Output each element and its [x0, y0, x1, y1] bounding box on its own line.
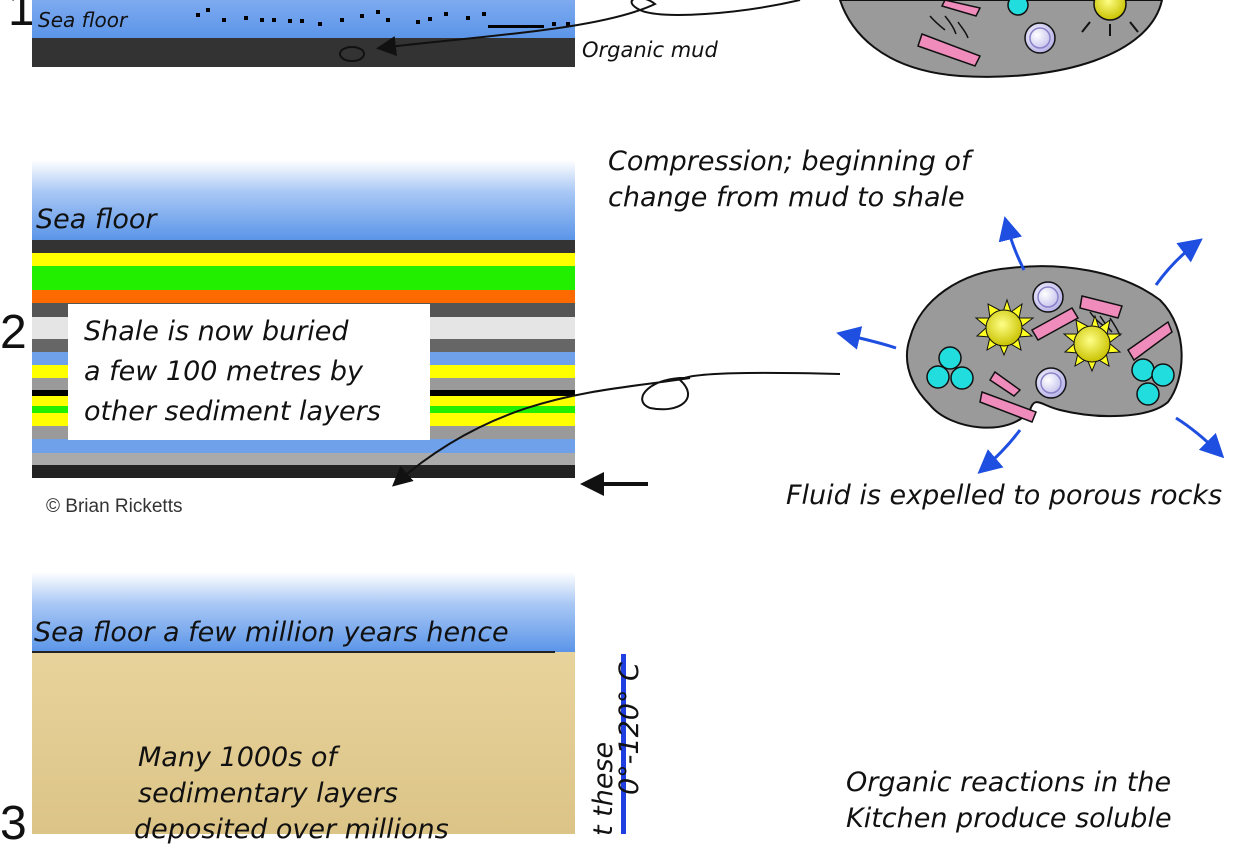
panel-3-sediment — [32, 652, 575, 834]
panel-1-mud-layer — [32, 38, 575, 67]
panel-1-sea-floor-label: Sea floor — [38, 8, 128, 32]
panel-1-particle-blob — [838, 0, 1164, 78]
sun-particle-right — [1062, 314, 1123, 373]
panel-2-caption-line2: change from mud to shale — [608, 182, 965, 213]
panel-2-buried-line3: other sediment layers — [84, 396, 381, 427]
panel-3-sea-floor-underline — [32, 651, 555, 653]
panel-3-layers-line2: sedimentary layers — [138, 778, 398, 809]
temperature-side-label: t these — [588, 741, 619, 836]
panel-1-mud-label: Organic mud — [582, 38, 718, 62]
panel-2-caption-line1: Compression; beginning of — [608, 146, 971, 177]
copyright: © Brian Ricketts — [46, 496, 183, 517]
panel-2-sea — [32, 160, 575, 240]
panel-2-buried-line1: Shale is now buried — [84, 316, 349, 347]
panel-2-buried-note: Shale is now buried a few 100 metres by … — [68, 304, 430, 440]
fluid-expulsion-arrows — [836, 216, 1225, 474]
panel-2-sea-floor-label: Sea floor — [36, 204, 157, 235]
panel-1-number: 1 — [8, 0, 35, 36]
panel-2-particle-blob — [905, 265, 1183, 429]
panel-3-layers-line3: deposited over millions — [134, 814, 449, 845]
panel-3-number: 3 — [0, 797, 27, 850]
panel-3-sea-floor-label: Sea floor a few million years hence — [34, 617, 509, 648]
panel-2-number: 2 — [0, 306, 27, 359]
panel-3-sea — [32, 572, 575, 652]
panel-2-buried-line2: a few 100 metres by — [84, 356, 364, 387]
panel-3-reactions-line2: Kitchen produce soluble — [846, 803, 1172, 834]
temperature-bar — [621, 654, 626, 834]
panel-3-layers-line1: Many 1000s of — [138, 742, 337, 773]
panel-2-fluid-label: Fluid is expelled to porous rocks — [786, 480, 1223, 511]
panel-3-reactions-line1: Organic reactions in the — [846, 767, 1172, 798]
sun-particle-left — [974, 298, 1035, 357]
